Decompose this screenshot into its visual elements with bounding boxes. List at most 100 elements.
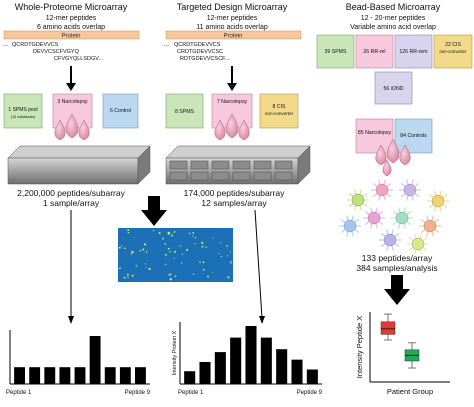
right-chart-xlabel: Patient Group xyxy=(387,387,433,396)
scan-spot xyxy=(173,257,175,259)
scan-spot xyxy=(194,237,197,239)
left-seq-dots: ... xyxy=(3,42,8,48)
chip-well xyxy=(190,171,209,181)
middle-down-arrowhead xyxy=(227,83,237,91)
right-arrow-shaft xyxy=(391,275,403,289)
beads-cluster xyxy=(339,179,449,255)
left-count-1: 2,200,000 peptides/subarray xyxy=(17,188,125,198)
scan-spot xyxy=(126,273,129,276)
right-box-rr-rel-label: 26 RR-rel xyxy=(363,49,385,55)
middle-seq-1: QCRDTGDEVVCS xyxy=(174,42,221,48)
scan-spot xyxy=(186,248,189,251)
left-protein-label: Protein xyxy=(61,34,80,40)
middle-title: Targeted Design Microarray xyxy=(177,2,288,12)
scan-spot xyxy=(123,247,126,250)
right-box-rr-rem-label: 126 RR-rem xyxy=(399,49,427,55)
scan-spot xyxy=(192,232,195,234)
left-chip-top xyxy=(7,145,151,159)
middle-drop-3 xyxy=(238,119,250,141)
scan-spot xyxy=(167,231,170,235)
scan-spot xyxy=(142,248,145,251)
right-box-spms xyxy=(316,34,355,69)
chip-well xyxy=(169,160,188,170)
left-bar-4 xyxy=(59,367,71,384)
right-box-controls-label: 84 Controls xyxy=(400,133,427,139)
scan-spot xyxy=(207,275,209,278)
left-seq-3: CFVGYQLLSDGV... xyxy=(54,56,103,62)
scan-spot xyxy=(201,241,204,245)
left-chart-xend: Peptide 9 xyxy=(125,390,151,396)
right-box-controls xyxy=(394,118,433,154)
scan-spot xyxy=(135,264,138,267)
left-bar-chart: Peptide 1 Peptide 9 xyxy=(6,330,151,396)
left-drop-1 xyxy=(54,119,66,141)
chip-well xyxy=(169,171,188,181)
right-box-rr-rem xyxy=(394,34,433,69)
scan-spot xyxy=(180,262,183,264)
scan-spot xyxy=(201,245,204,248)
middle-bar-4 xyxy=(230,337,242,384)
scan-spot xyxy=(194,242,196,245)
middle-box-cis-label: 8 CIS xyxy=(273,104,287,110)
middle-chip-wells xyxy=(169,160,293,181)
scan-spot xyxy=(164,263,167,266)
scan-spot xyxy=(205,246,208,249)
middle-seq-dots: ... xyxy=(164,42,169,48)
left-chip-side xyxy=(137,145,151,185)
left-seq-2: DEVVCSCFVGYQ xyxy=(33,49,80,55)
left-bar-7 xyxy=(104,367,116,384)
chip-well xyxy=(274,171,293,181)
scan-spot xyxy=(169,251,171,253)
middle-sample-drops xyxy=(214,113,250,141)
middle-box-cis xyxy=(259,93,299,129)
bead xyxy=(395,211,409,225)
scan-spot xyxy=(230,262,232,264)
middle-bar-8 xyxy=(291,359,303,384)
bead xyxy=(383,233,397,247)
chip-well xyxy=(253,160,272,170)
scan-spot xyxy=(226,245,228,247)
scan-image xyxy=(118,228,233,282)
scan-spot xyxy=(130,253,133,255)
right-subtitle-2: Variable amino acid overlap xyxy=(350,24,436,31)
middle-count-2: 12 samples/array xyxy=(201,198,267,208)
scan-spot xyxy=(152,229,155,232)
middle-bar-chart: Intensity Protein X Peptide 1 Peptide 9 xyxy=(172,322,323,396)
middle-drop-2 xyxy=(225,113,239,139)
scan-spot xyxy=(218,252,220,255)
left-seq-1: QCRDTGDEVVCS xyxy=(12,42,59,48)
left-bar-6 xyxy=(89,336,101,384)
middle-subtitle-1: 12-mer peptides xyxy=(207,15,258,22)
scan-spot xyxy=(144,263,147,265)
scan-spot xyxy=(131,250,134,254)
scan-spot xyxy=(165,253,167,256)
left-box-control xyxy=(102,93,139,129)
bead xyxy=(343,219,357,233)
scan-spot xyxy=(220,255,223,258)
middle-box-narcolepsy-label: 7 Narcolepsy xyxy=(217,99,248,105)
left-count-2: 1 sample/array xyxy=(43,198,100,208)
left-box-control-label: 6 Control xyxy=(110,108,131,114)
scan-spot xyxy=(127,276,129,278)
middle-chip-top xyxy=(165,145,311,159)
left-sample-drops xyxy=(54,113,90,141)
chip-well xyxy=(253,171,272,181)
scan-spot xyxy=(212,237,214,239)
middle-bar-7 xyxy=(276,349,288,384)
right-drop-3 xyxy=(399,144,411,166)
scan-spot xyxy=(173,231,175,234)
left-box-spms-sub: (10 individuals) xyxy=(11,115,35,119)
bead xyxy=(403,183,417,197)
right-box-red xyxy=(380,321,396,335)
scan-spot xyxy=(127,231,130,234)
right-sample-drops xyxy=(375,138,411,177)
middle-long-arrow xyxy=(254,209,263,319)
chip-well xyxy=(274,160,293,170)
right-box-cis-sub: non-converter xyxy=(439,49,467,54)
left-box-spms xyxy=(3,93,43,129)
right-subtitle-1: 12 - 20-mer peptides xyxy=(361,15,426,22)
chip-well xyxy=(211,171,230,181)
left-down-arrowhead xyxy=(66,83,76,91)
right-boxes xyxy=(380,313,420,369)
scan-spot xyxy=(192,273,195,275)
